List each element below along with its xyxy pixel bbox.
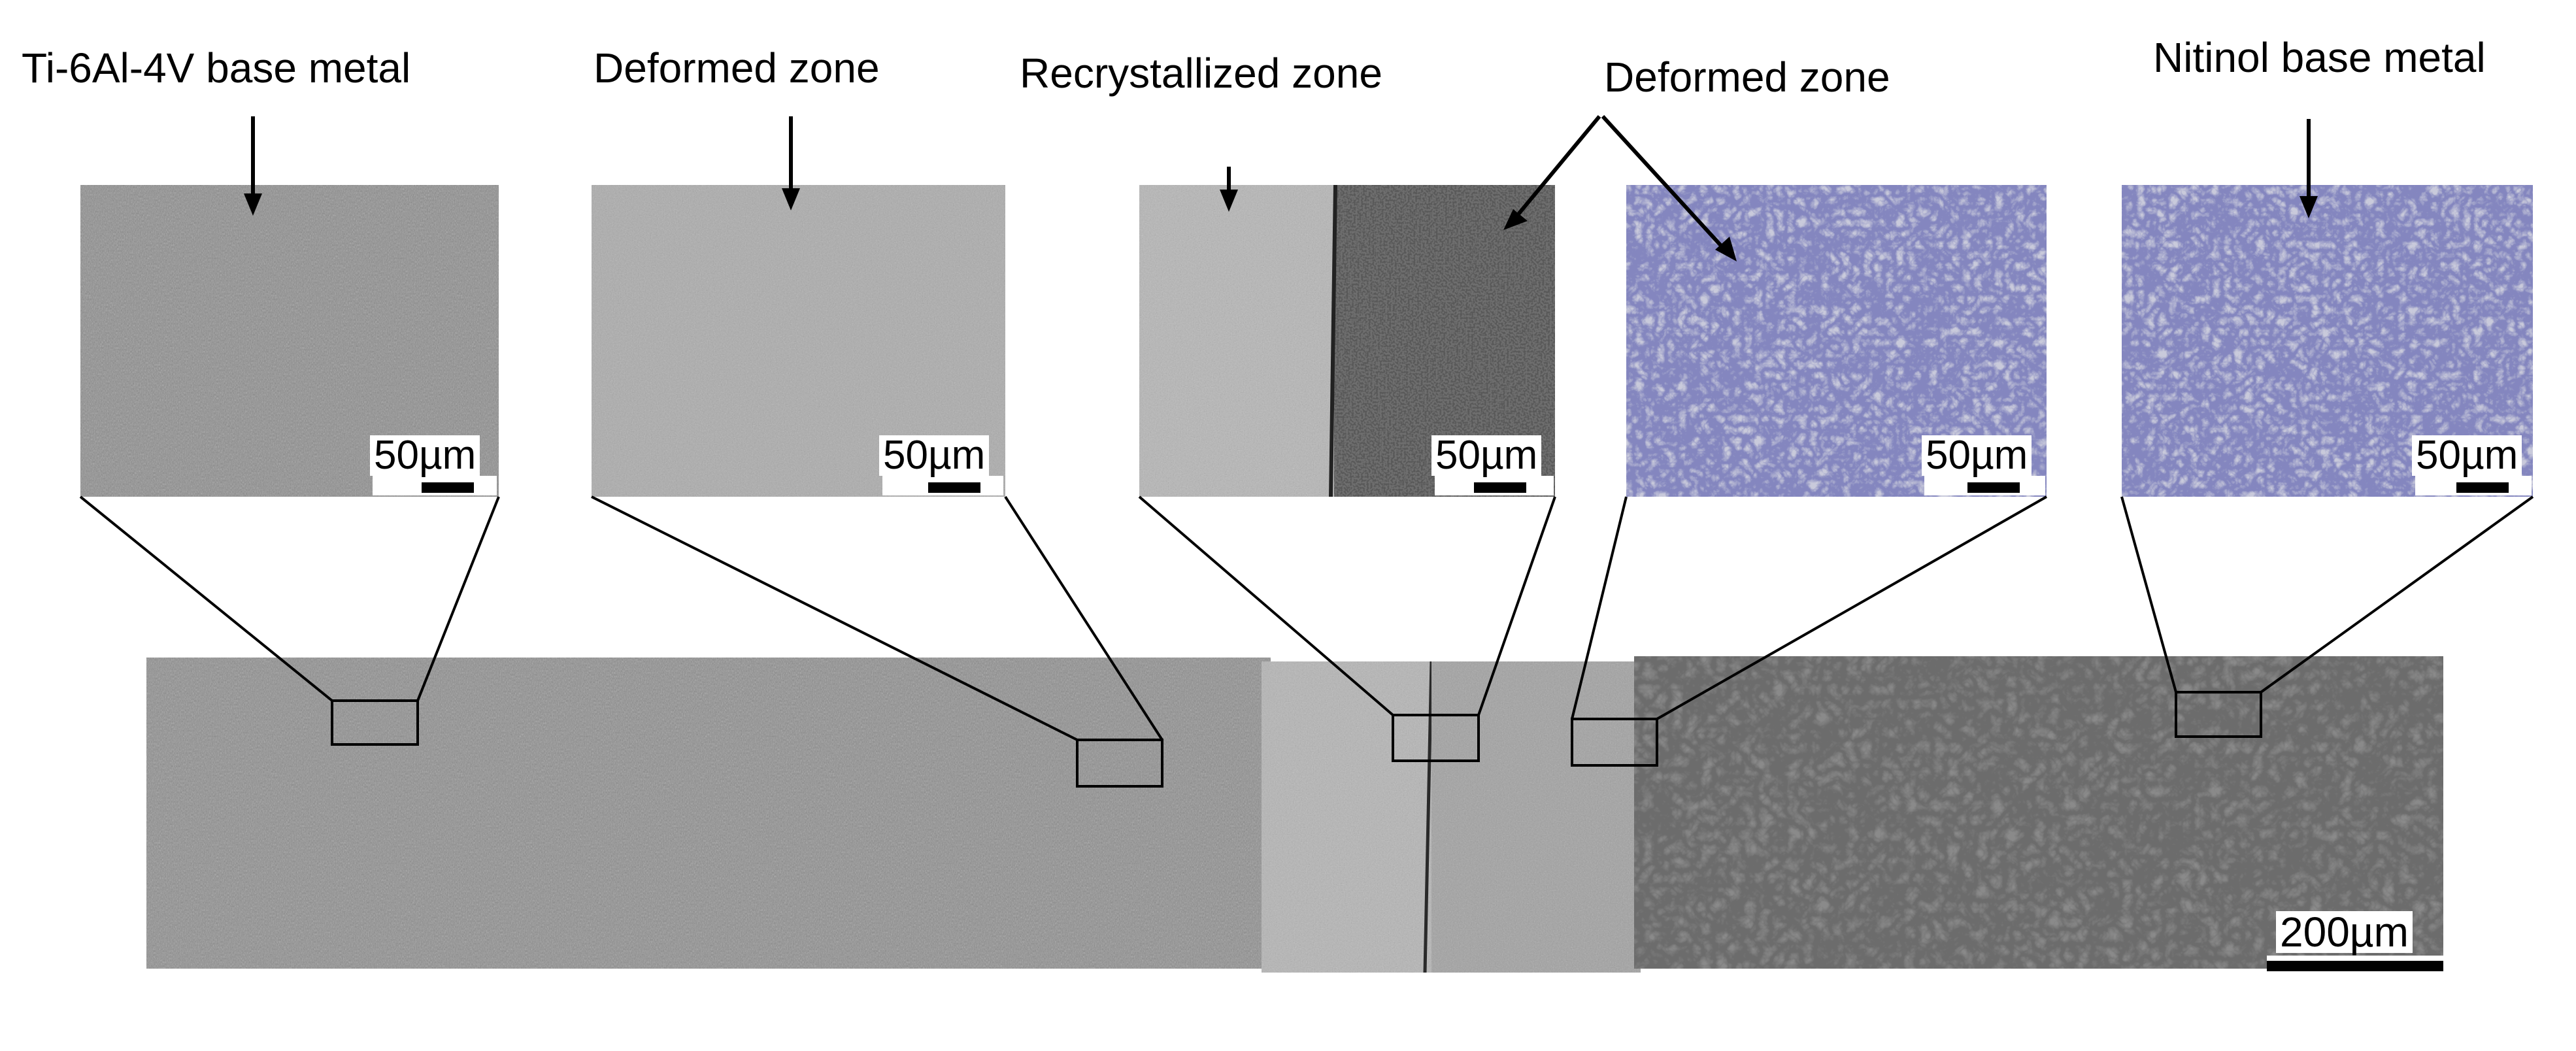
- overview-deformed-nitinol-texture: [1431, 661, 1641, 973]
- overview-interface-line: [1423, 661, 1433, 973]
- label-arrows: [244, 114, 2318, 261]
- scale-text-deformed-ti: 50µm: [879, 435, 990, 476]
- arrow-deformed-nitinol-b: [1601, 114, 1724, 249]
- scale-bar-overview: [2267, 961, 2443, 971]
- label-recrystallized-zone: Recrystallized zone: [1020, 50, 1382, 97]
- connector-lines: [79, 495, 2534, 741]
- label-deformed-zone-left: Deformed zone: [594, 44, 880, 92]
- label-ti-base: Ti-6Al-4V base metal: [22, 44, 411, 92]
- selection-box-nitinol: [2175, 691, 2262, 738]
- overview-ti-texture: [146, 658, 1271, 969]
- selection-box-deformed-nitinol: [1571, 718, 1658, 767]
- scale-bar-recrystallized: [1474, 482, 1526, 493]
- scale-text-overview: 200µm: [2276, 911, 2413, 953]
- scale-bar-ti: [422, 482, 474, 493]
- selection-box-deformed-ti: [1076, 739, 1163, 788]
- scale-bar-deformed-nitinol: [1967, 482, 2020, 493]
- label-deformed-zone-right: Deformed zone: [1604, 54, 1890, 101]
- overview-micrograph: [146, 656, 2443, 973]
- selection-boxes: [331, 691, 2262, 788]
- scale-text-ti: 50µm: [370, 435, 480, 476]
- scale-bars: [373, 476, 2532, 975]
- scale-text-deformed-nitinol: 50µm: [1922, 435, 2032, 476]
- scale-bar-deformed-ti: [928, 482, 980, 493]
- overview-recrystallized-texture: [1262, 661, 1431, 973]
- scale-bar-nitinol: [2456, 482, 2509, 493]
- selection-box-recrystallized: [1392, 714, 1480, 762]
- label-nitinol-base: Nitinol base metal: [2153, 34, 2486, 81]
- arrow-deformed-nitinol-a: [1515, 115, 1601, 217]
- scale-text-nitinol: 50µm: [2412, 435, 2522, 476]
- selection-box-ti: [331, 699, 419, 746]
- inset-nitinol-base: [2122, 185, 2533, 497]
- scale-text-recrystallized: 50µm: [1431, 435, 1542, 476]
